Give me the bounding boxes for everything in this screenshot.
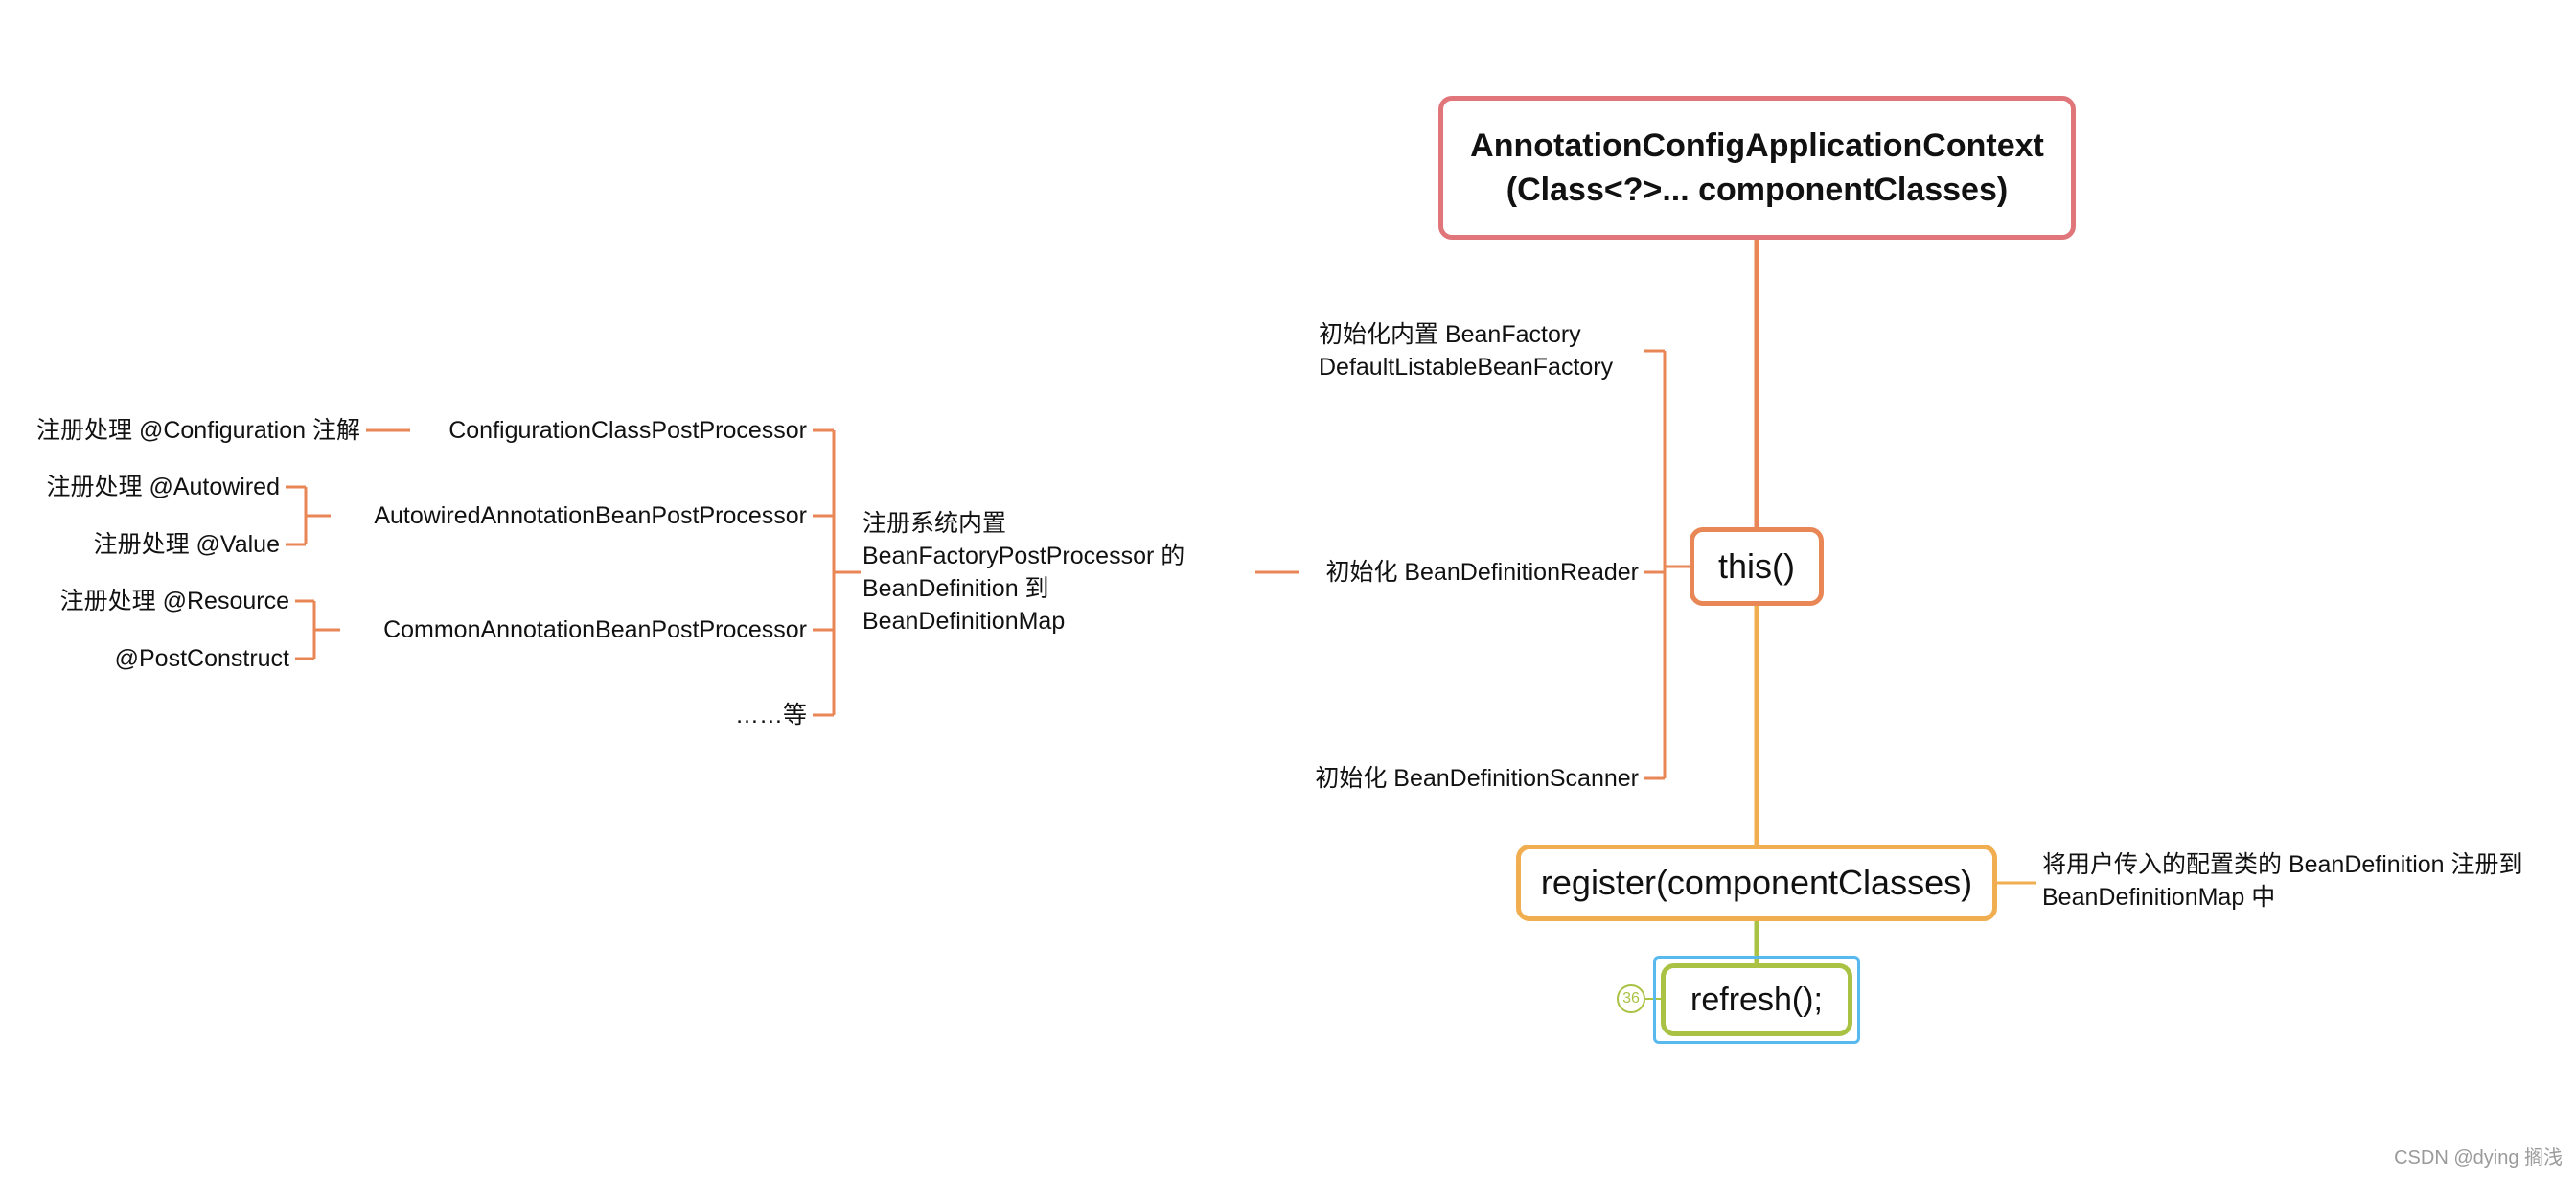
collapsed-count-badge[interactable]: 36 [1617,984,1645,1013]
topic-register-line2: BeanFactoryPostProcessor 的 [862,543,1185,569]
root-title-line1: AnnotationConfigApplicationContext [1470,127,2044,164]
note-resource[interactable]: 注册处理 @Resource [60,585,289,617]
topic-configuration-class-post-processor[interactable]: ConfigurationClassPostProcessor [448,414,807,447]
topic-etc-label: ……等 [734,702,807,729]
collapsed-count-label: 36 [1622,990,1640,1007]
topic-register-line1: 注册系统内置 [862,510,1007,537]
topic-init-scanner[interactable]: 初始化 BeanDefinitionScanner [1315,762,1639,795]
root-node-annotation-config-context[interactable]: AnnotationConfigApplicationContext (Clas… [1438,96,2076,240]
this-node-label: this() [1718,546,1795,586]
topic-init-reader-label: 初始化 BeanDefinitionReader [1325,559,1639,586]
refresh-selection-outline [1653,956,1860,1044]
topic-common-annotation-post-processor[interactable]: CommonAnnotationBeanPostProcessor [383,614,807,646]
topic-init-bean-factory-line2: DefaultListableBeanFactory [1319,354,1614,381]
root-title-line2: (Class<?>... componentClasses) [1506,172,2009,208]
note-register[interactable]: 将用户传入的配置类的 BeanDefinition 注册到 BeanDefini… [2042,848,2523,914]
topic-autowired-processor-label: AutowiredAnnotationBeanPostProcessor [374,502,807,529]
refresh-node[interactable]: refresh(); [1661,963,1852,1036]
note-autowired[interactable]: 注册处理 @Autowired [47,471,281,503]
note-value[interactable]: 注册处理 @Value [94,528,280,561]
note-value-label: 注册处理 @Value [93,531,280,558]
register-node-label: register(componentClasses) [1540,863,1973,902]
topic-autowired-annotation-post-processor[interactable]: AutowiredAnnotationBeanPostProcessor [374,499,807,532]
register-node[interactable]: register(componentClasses) [1516,845,1997,921]
note-autowired-label: 注册处理 @Autowired [46,474,281,500]
topic-etc[interactable]: ……等 [735,699,807,731]
topic-config-processor-label: ConfigurationClassPostProcessor [448,417,807,444]
watermark: CSDN @dying 搁浅 [2394,1147,2563,1169]
topic-init-bean-factory-line1: 初始化内置 BeanFactory [1319,321,1581,348]
note-resource-label: 注册处理 @Resource [59,588,289,614]
this-node[interactable]: this() [1690,527,1824,606]
topic-register-line4: BeanDefinitionMap [862,608,1066,635]
topic-register-line3: BeanDefinition 到 [862,575,1049,602]
note-post-construct[interactable]: @PostConstruct [115,642,289,675]
note-configuration-label: 注册处理 @Configuration 注解 [36,417,360,444]
topic-register-system-processors[interactable]: 注册系统内置 BeanFactoryPostProcessor 的 BeanDe… [862,507,1184,637]
note-post-construct-label: @PostConstruct [114,645,289,672]
topic-init-bean-factory[interactable]: 初始化内置 BeanFactory DefaultListableBeanFac… [1319,318,1613,383]
note-configuration[interactable]: 注册处理 @Configuration 注解 [36,414,360,447]
note-register-line2: BeanDefinitionMap 中 [2042,884,2276,911]
topic-init-scanner-label: 初始化 BeanDefinitionScanner [1315,765,1639,792]
note-register-line1: 将用户传入的配置类的 BeanDefinition 注册到 [2042,851,2523,878]
topic-common-processor-label: CommonAnnotationBeanPostProcessor [383,616,807,643]
topic-init-reader[interactable]: 初始化 BeanDefinitionReader [1325,556,1639,589]
refresh-node-label: refresh(); [1690,981,1823,1018]
